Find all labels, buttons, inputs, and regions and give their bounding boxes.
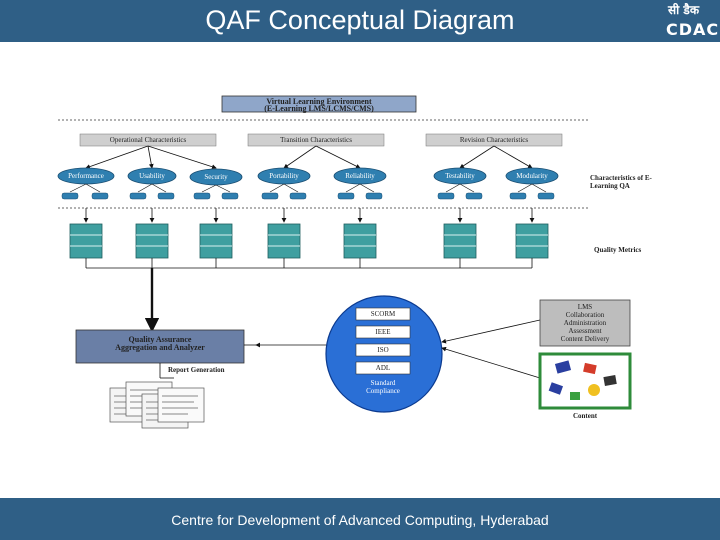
report-documents [109,381,205,429]
side-label-quality-metrics: Quality Metrics [594,246,642,254]
logo-text: CDAC [666,20,720,39]
lms-line4: Assessment [568,327,602,335]
page-title: QAF Conceptual Diagram [205,5,515,35]
category-revision: Revision Characteristics [459,136,529,144]
standard-iso: ISO [377,346,389,354]
vle-title: Virtual Learning Environment [266,97,372,106]
diagram-svg [57,95,632,429]
node-reliability: Reliability [345,172,375,180]
collector-lines [85,258,533,333]
lms-line1: LMS [577,303,593,311]
vle-subtitle: (E-Learning LMS/LCMS/CMS) [264,104,374,113]
sub-boxes [61,192,555,200]
qa-box [75,329,245,364]
standard-scorm: SCORM [370,310,396,318]
report-generation-label: Report Generation [168,366,225,374]
title-bar: QAF Conceptual Diagram सी डैक CDAC [0,0,720,42]
qa-box-line1: Quality Assurance [128,335,192,344]
content-clipart [548,360,617,400]
footer-text: Centre for Development of Advanced Compu… [171,512,549,528]
qaf-diagram: Virtual Learning Environment (E-Learning… [0,42,720,498]
side-label-characteristics: Characteristics of E-Learning QA [590,174,652,190]
content-box [538,352,632,410]
lms-line3: Administration [563,319,607,327]
standard-ieee: IEEE [375,328,391,336]
logo-hindi-text: सी डैक [668,3,700,17]
lms-line5: Content Delivery [560,335,610,343]
content-label: Content [572,412,598,420]
lms-line2: Collaboration [565,311,605,319]
standard-compliance-label: Standard Compliance [366,379,400,395]
metric-stacks [69,223,549,259]
metric-arrows [83,208,535,223]
node-performance: Performance [68,172,104,180]
node-testability: Testability [445,172,475,180]
node-modularity: Modularity [516,172,548,180]
node-portability: Portability [269,172,299,180]
category-transition: Transition Characteristics [280,136,352,144]
standards-boxes [355,307,411,375]
cdac-logo: सी डैक CDAC [662,2,720,42]
category-connectors [85,145,533,170]
lms-to-standards-arrow [441,319,541,344]
node-usability: Usability [139,172,165,180]
content-to-standards-arrow [441,346,541,379]
category-operational: Operational Characteristics [109,136,187,144]
footer-bar: Centre for Development of Advanced Compu… [0,498,720,540]
vle-box [221,95,417,113]
node-security: Security [204,173,228,181]
lms-box [539,299,631,347]
sub-connectors [69,183,547,193]
standard-adl: ADL [375,364,391,372]
qa-box-line2: Aggregation and Analyzer [115,343,205,352]
